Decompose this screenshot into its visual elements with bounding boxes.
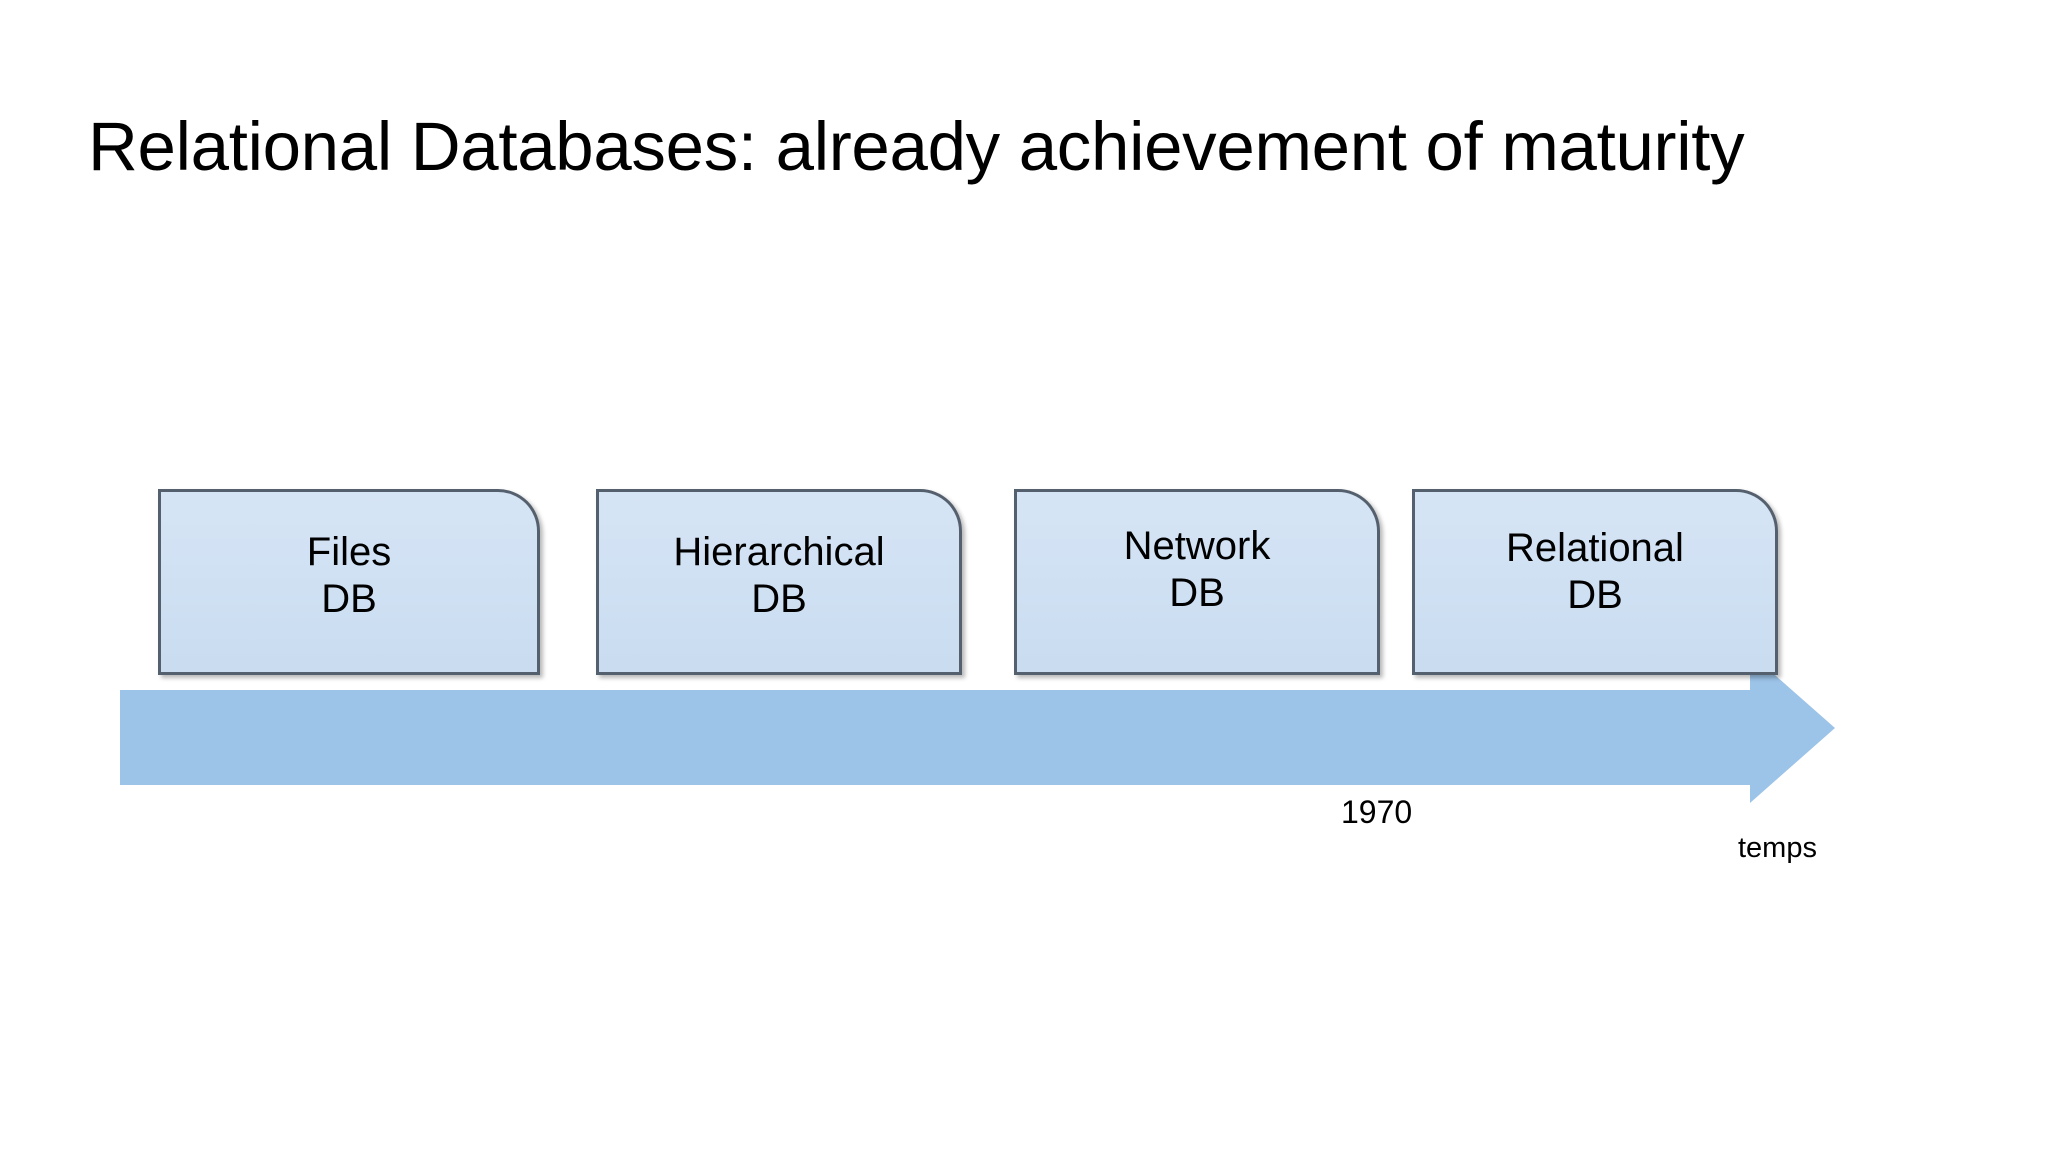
stage-box-files-db[interactable]: Files DB bbox=[158, 489, 540, 675]
stage-label-stack: Relational DB bbox=[1506, 525, 1684, 619]
stage-label-line2: DB bbox=[1567, 573, 1623, 617]
stage-label-line1: Files bbox=[306, 529, 392, 574]
stage-label-line1: Relational bbox=[1506, 525, 1684, 570]
stage-label-line2: DB bbox=[751, 577, 807, 621]
stage-label-line1: Hierarchical bbox=[673, 529, 885, 574]
stage-label-line2: DB bbox=[1169, 571, 1225, 615]
stage-box-hierarchical-db[interactable]: Hierarchical DB bbox=[596, 489, 962, 675]
stage-box-relational-db[interactable]: Relational DB bbox=[1412, 489, 1778, 675]
axis-caption-temps: temps bbox=[1738, 832, 1817, 864]
stage-label-stack: Network DB bbox=[1124, 523, 1271, 617]
stage-label-stack: Hierarchical DB bbox=[673, 529, 884, 623]
page-title: Relational Databases: already achievemen… bbox=[88, 108, 1745, 185]
stage-box-network-db[interactable]: Network DB bbox=[1014, 489, 1380, 675]
stage-label-line2: DB bbox=[321, 577, 377, 621]
stage-label-line1: Network bbox=[1123, 523, 1271, 568]
stage-label-stack: Files DB bbox=[307, 529, 391, 623]
year-annotation-1970: 1970 bbox=[1341, 794, 1413, 830]
